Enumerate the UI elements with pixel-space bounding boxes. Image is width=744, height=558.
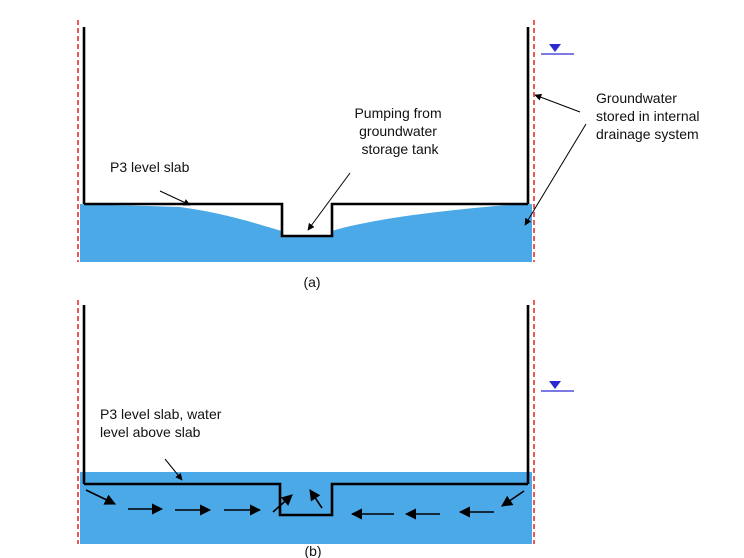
flow-arrow — [272, 494, 293, 513]
water-level-marker-icon — [541, 44, 574, 55]
slab-pointer-a — [159, 190, 191, 206]
slab-pointer-b — [164, 458, 183, 481]
pump-label: Pumping from groundwater storage tank — [354, 105, 445, 157]
p3-level-slab-b — [84, 482, 528, 517]
caption-b: (b) — [304, 543, 321, 558]
panel-b: P3 level slab, water level above slab (b… — [77, 300, 574, 558]
water-level-marker-icon — [541, 381, 574, 392]
p3-level-slab-a — [84, 202, 528, 238]
groundwater-body-a — [80, 204, 532, 262]
flow-arrow — [85, 489, 117, 505]
groundwater-pointer-wall — [534, 93, 581, 113]
pump-pointer — [307, 172, 351, 231]
panel-a: P3 level slab Pumping from groundwater s… — [77, 20, 703, 290]
caption-a: (a) — [303, 274, 320, 290]
slab-label-a: P3 level slab — [110, 159, 190, 175]
groundwater-pointer-body — [524, 123, 587, 226]
flow-arrow — [309, 489, 323, 509]
slab-label-b: P3 level slab, water level above slab — [100, 406, 225, 440]
flow-arrows — [85, 489, 525, 520]
flow-arrow — [501, 490, 525, 507]
groundwater-label: Groundwater stored in internal drainage … — [596, 90, 703, 142]
